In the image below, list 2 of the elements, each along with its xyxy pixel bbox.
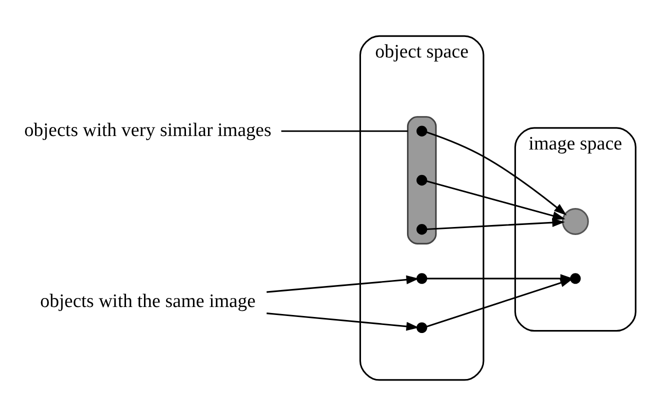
node-text: objects with very similar images (24, 120, 272, 141)
node-text: objects with the same image (40, 290, 256, 312)
